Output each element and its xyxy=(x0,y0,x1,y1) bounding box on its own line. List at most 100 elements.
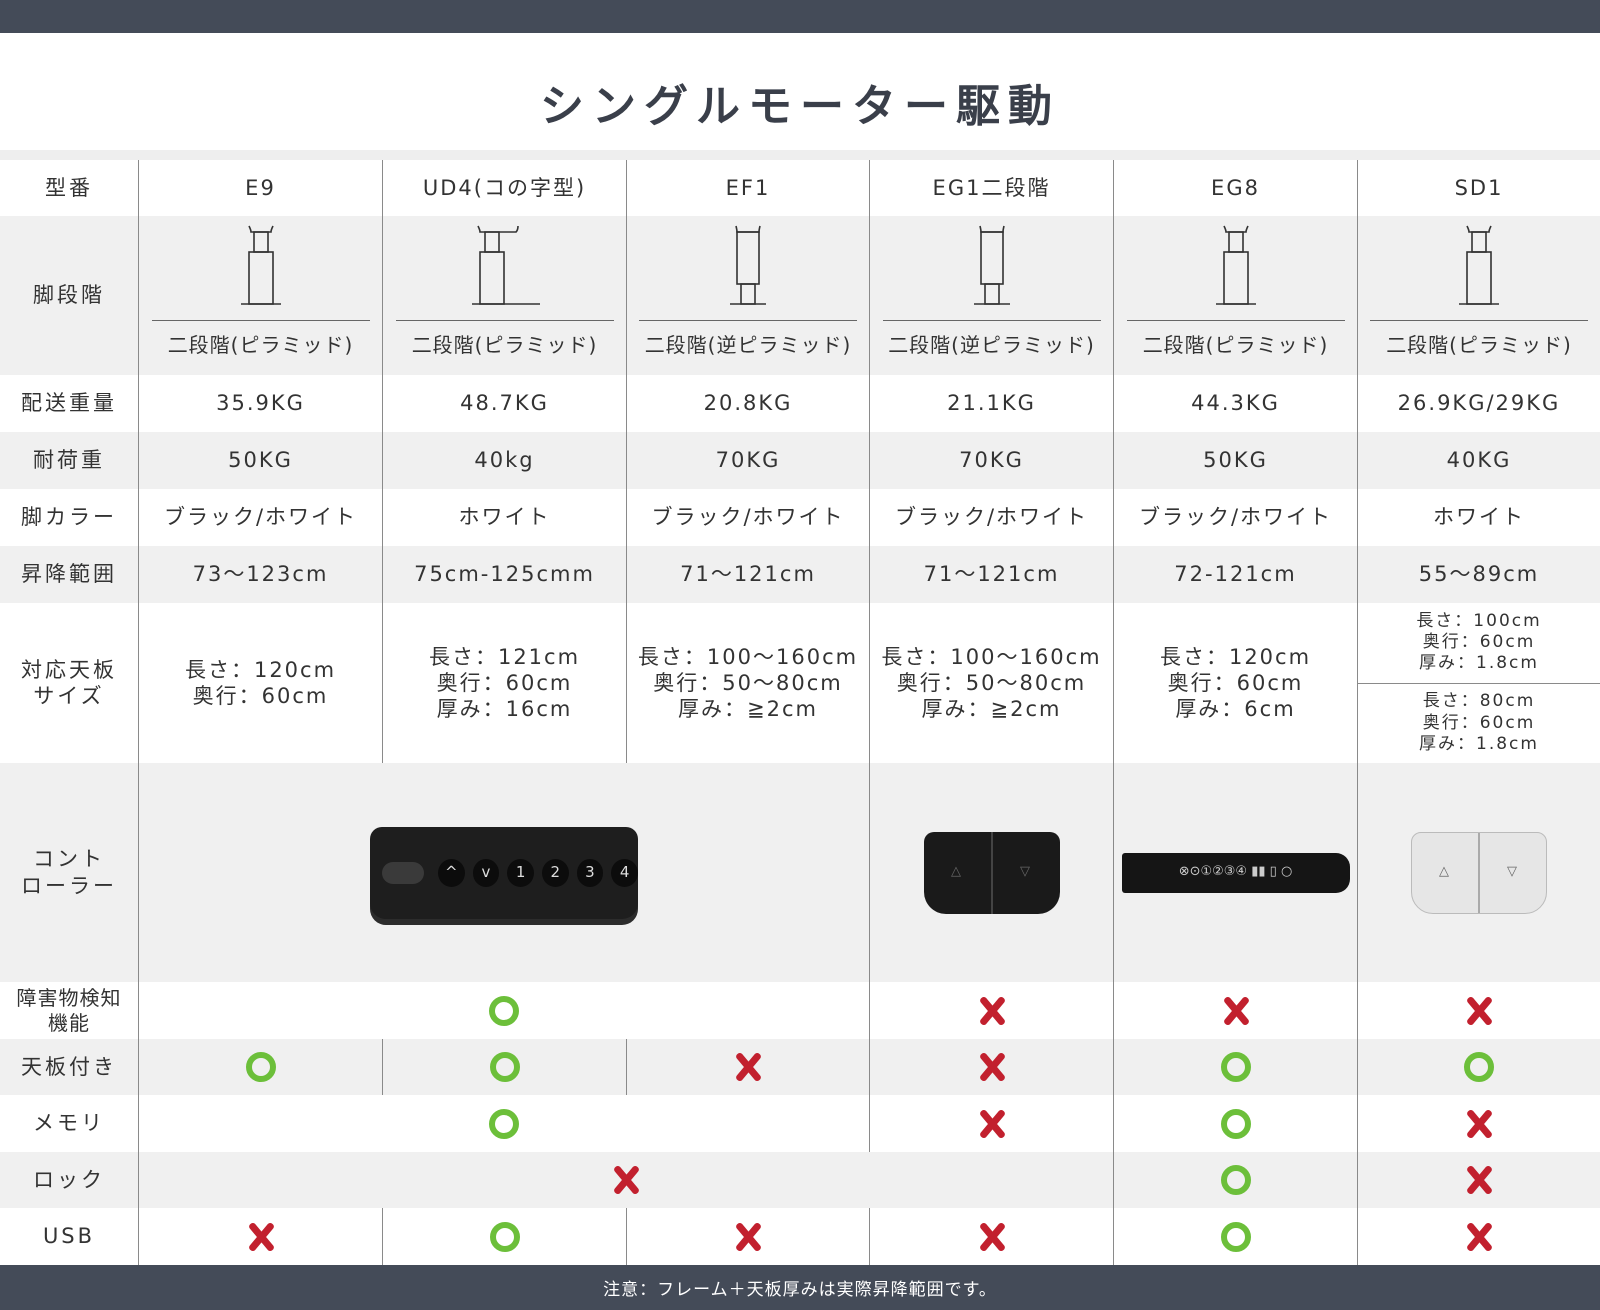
feature-cell xyxy=(1113,1152,1357,1208)
pyramid-leg-icon xyxy=(1215,225,1256,305)
size-line: 奥行：60cm xyxy=(192,684,329,708)
controller-cell: △▽ xyxy=(869,763,1113,982)
display-icon xyxy=(382,861,424,884)
color-cell: ホワイト xyxy=(1357,489,1600,546)
feature-cell xyxy=(138,1095,869,1152)
color-cell: ホワイト xyxy=(382,489,626,546)
controller-cell: ⊗⊙①②③④ ▮▮ ▯ ○ xyxy=(1113,763,1357,982)
status-mark-icon xyxy=(977,996,1007,1026)
up-arrow-icon: △ xyxy=(1439,864,1451,880)
range-cell: 71～121cm xyxy=(626,546,869,603)
range-cell: 72-121cm xyxy=(1113,546,1357,603)
color-cell: ブラック/ホワイト xyxy=(869,489,1113,546)
weight-cell: 26.9KG/29KG xyxy=(1357,375,1600,432)
row-label-lock: ロック xyxy=(0,1152,138,1208)
weight-cell: 21.1KG xyxy=(869,375,1113,432)
page-title: シングルモーター駆動 xyxy=(540,81,1060,132)
black-paddle-controller-image: △▽ xyxy=(923,831,1060,914)
feature-cell xyxy=(1113,1208,1357,1265)
size-line: 長さ：100～160cm xyxy=(881,644,1102,669)
label-line: 対応天板 xyxy=(21,657,117,682)
model-header: E9 xyxy=(138,160,382,216)
status-mark-icon xyxy=(1221,996,1251,1026)
row-label-load: 耐荷重 xyxy=(0,432,138,489)
load-cell: 40kg xyxy=(382,432,626,489)
status-mark-icon xyxy=(1220,1108,1251,1139)
label-line: コント xyxy=(33,847,105,872)
model-header: UD4(コの字型) xyxy=(382,160,626,216)
row-label-controller: コントローラー xyxy=(0,763,138,982)
status-mark-icon xyxy=(489,1052,520,1082)
load-cell: 50KG xyxy=(1113,432,1357,489)
feature-cell xyxy=(1357,1039,1600,1095)
controller-cell: ^ v 1 2 3 4 xyxy=(138,763,869,982)
inverse-pyramid-leg-icon xyxy=(730,225,766,305)
feature-cell xyxy=(1357,982,1600,1039)
size-line: 奥行：60cm xyxy=(436,670,573,695)
size-line: 奥行：60cm xyxy=(1422,632,1536,653)
row-label-memory: メモリ xyxy=(0,1095,138,1152)
status-mark-icon xyxy=(977,1109,1007,1139)
size-line: 長さ：100～160cm xyxy=(637,644,859,669)
feature-cell xyxy=(1357,1152,1600,1208)
divider xyxy=(0,150,1600,160)
feature-cell xyxy=(138,982,869,1039)
label-line: サイズ xyxy=(33,684,105,708)
color-cell: ブラック/ホワイト xyxy=(138,489,382,546)
top-bar xyxy=(0,0,1600,33)
status-mark-icon xyxy=(489,1108,519,1139)
feature-cell xyxy=(1357,1208,1600,1265)
comparison-table: 型番 E9 UD4(コの字型) EF1 EG1二段階 EG8 SD1 脚段階 二… xyxy=(0,160,1600,1265)
range-cell: 55～89cm xyxy=(1357,546,1600,603)
up-button-icon: ^ xyxy=(437,858,465,887)
weight-cell: 20.8KG xyxy=(626,375,869,432)
up-arrow-icon: △ xyxy=(951,864,963,880)
status-mark-icon xyxy=(246,1222,276,1252)
bar-controller-image: ⊗⊙①②③④ ▮▮ ▯ ○ xyxy=(1121,852,1350,893)
feature-cell xyxy=(869,982,1113,1039)
feature-cell xyxy=(1113,1039,1357,1095)
range-cell: 73～123cm xyxy=(138,546,382,603)
status-mark-icon xyxy=(1464,1109,1494,1139)
weight-cell: 44.3KG xyxy=(1113,375,1357,432)
row-label-obstacle: 障害物検知機能 xyxy=(0,982,138,1039)
size-line: 厚み：≧2cm xyxy=(678,697,818,722)
feature-cell xyxy=(869,1039,1113,1095)
size-line: 厚み：1.8cm xyxy=(1419,733,1539,754)
row-label-range: 昇降範囲 xyxy=(0,546,138,603)
feature-cell xyxy=(138,1208,382,1265)
row-label-top-size: 対応天板サイズ xyxy=(0,603,138,763)
size-line: 厚み：6cm xyxy=(1175,697,1296,722)
model-header: EG1二段階 xyxy=(869,160,1113,216)
feature-cell xyxy=(626,1039,869,1095)
feature-cell xyxy=(138,1039,382,1095)
status-mark-icon xyxy=(1464,1222,1494,1252)
size-line: 奥行：60cm xyxy=(1167,670,1304,695)
label-line: ローラー xyxy=(21,873,117,898)
row-label-weight: 配送重量 xyxy=(0,375,138,432)
load-cell: 40KG xyxy=(1357,432,1600,489)
keypad-controller-image: ^ v 1 2 3 4 xyxy=(370,826,638,919)
size-line: 厚み：≧2cm xyxy=(921,697,1062,722)
row-label-usb: USB xyxy=(0,1208,138,1265)
label-line: 障害物検知 xyxy=(16,985,122,1010)
status-mark-icon xyxy=(1220,1165,1251,1195)
feature-cell xyxy=(382,1039,626,1095)
status-mark-icon xyxy=(977,1222,1007,1252)
leg-cell: 二段階(逆ピラミッド) xyxy=(626,216,869,375)
down-button-icon: v xyxy=(472,858,500,887)
feature-cell xyxy=(138,1152,1113,1208)
status-mark-icon xyxy=(1464,1052,1494,1082)
c-shape-leg-icon xyxy=(471,225,540,305)
size-line: 長さ：120cm xyxy=(184,657,337,682)
controller-cell: △▽ xyxy=(1357,763,1600,982)
model-header: EF1 xyxy=(626,160,869,216)
feature-cell xyxy=(382,1208,626,1265)
status-mark-icon xyxy=(489,1221,520,1252)
inverse-pyramid-leg-icon xyxy=(973,225,1010,305)
